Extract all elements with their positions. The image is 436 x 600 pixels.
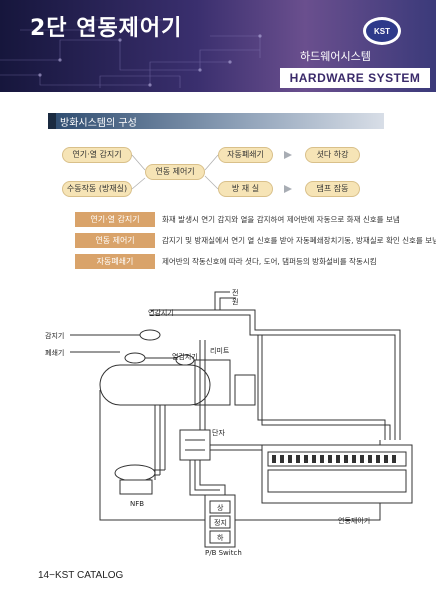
label-pb-switch: P/B Switch xyxy=(205,549,242,557)
label-heat-detector: 열감지기 xyxy=(172,353,198,361)
label-smoke-detector: 연감지기 xyxy=(148,309,174,317)
label-limit-switch: 리미트 xyxy=(210,347,230,355)
flow-box-damper-close: 댐프 잠동 xyxy=(305,181,360,197)
flow-box-disaster-room: 방 재 실 xyxy=(218,181,273,197)
page-title: 2단 연동제어기 xyxy=(30,16,183,41)
kst-logo-icon: KST xyxy=(363,17,401,45)
legend-tag-sensor: 연기·열 감지기 xyxy=(75,212,155,227)
flow-box-smoke-heat-sensor: 연기·열 감지기 xyxy=(62,147,132,163)
flow-box-manual-operation: 수동작동 (방재실) xyxy=(62,181,132,197)
header-banner: 2단 연동제어기 KST 하드웨어시스템 HARDWARE SYSTEM xyxy=(0,0,436,92)
flow-box-shutter-down: 셧다 하강 xyxy=(305,147,360,163)
section-title: 방화시스템의 구성 xyxy=(60,118,137,129)
label-top-1: 전 xyxy=(232,289,239,297)
label-closer: 폐쇄기 xyxy=(45,349,65,357)
flow-arrow-icon xyxy=(284,185,292,193)
logo-text: KST xyxy=(374,27,390,36)
legend-desc-controller: 감지기 및 방재실에서 연기 열 신호를 받아 자동폐쇄장치기동, 방재실로 확… xyxy=(162,236,436,245)
flow-box-linked-controller: 연동 제어기 xyxy=(145,164,205,180)
flow-box-auto-closer: 자동폐쇄기 xyxy=(218,147,273,163)
label-pb-stop: 정지 xyxy=(214,519,227,527)
section-bar xyxy=(48,113,384,129)
circuit-pattern-icon xyxy=(0,19,262,88)
label-top-2: 원 xyxy=(232,298,239,306)
label-controller: 연동제어기 xyxy=(338,517,371,525)
flow-arrow-icon xyxy=(284,151,292,159)
subtitle-english: HARDWARE SYSTEM xyxy=(280,68,430,88)
legend-tag-controller: 연동 제어기 xyxy=(75,233,155,248)
label-pb-up: 상 xyxy=(217,504,224,512)
label-pb-down: 하 xyxy=(217,534,224,542)
section-marker xyxy=(48,113,56,129)
label-detector: 감지기 xyxy=(45,332,65,340)
subtitle-korean: 하드웨어시스템 xyxy=(300,50,371,63)
label-terminal: 단자 xyxy=(212,429,225,437)
wiring-diagram xyxy=(70,291,413,548)
label-nfb: NFB xyxy=(130,500,145,508)
legend-desc-sensor: 화재 발생시 연기 감지와 열을 감지하여 제어반에 자동으로 화재 신호를 보… xyxy=(162,215,400,224)
legend-tag-closer: 자동폐쇄기 xyxy=(75,254,155,269)
legend-desc-closer: 제어반의 작동신호에 따라 셧다, 도어, 댐퍼등의 방화설비를 작동시킴 xyxy=(162,257,377,266)
page-footer: 14−KST CATALOG xyxy=(38,570,124,581)
